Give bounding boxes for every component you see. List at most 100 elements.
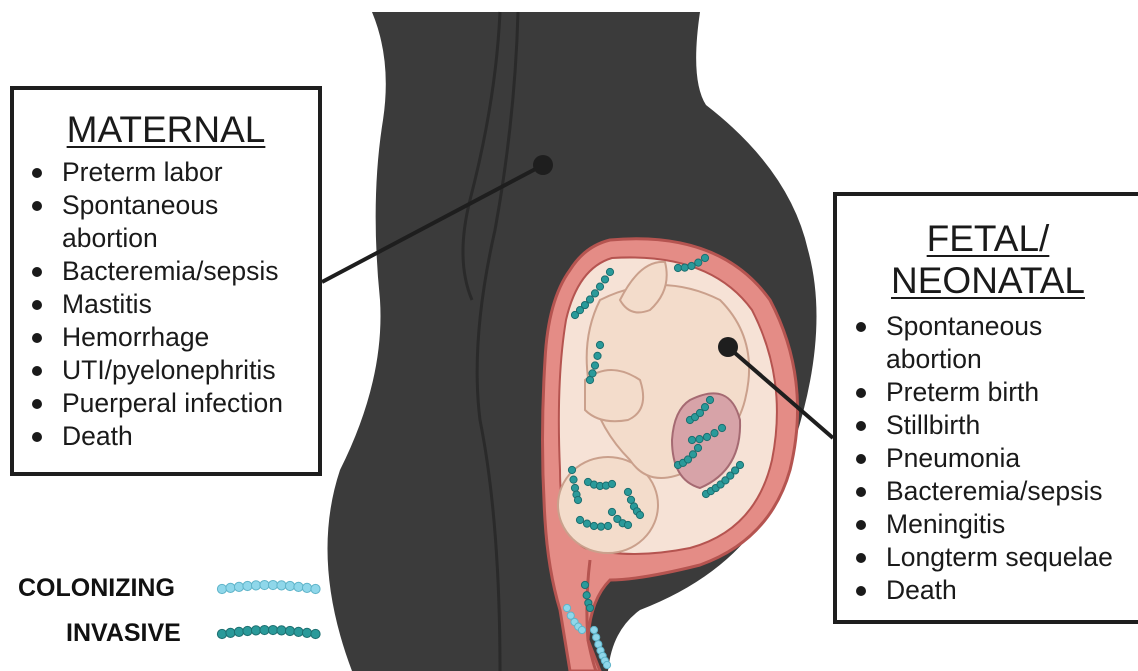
- legend-bacterium: [311, 629, 320, 638]
- legend-bacterium: [260, 580, 269, 589]
- bacterium: [586, 376, 593, 383]
- bacterium: [603, 661, 610, 668]
- maternal-connector-dot: [533, 155, 553, 175]
- legend-bacterium: [311, 584, 320, 593]
- bullet-icon: [856, 421, 866, 431]
- legend-bacterium: [251, 581, 260, 590]
- bacterium: [591, 290, 598, 297]
- list-item: Spontaneous: [837, 310, 1138, 343]
- legend-bacterium: [294, 627, 303, 636]
- bacterium: [674, 264, 681, 271]
- legend-invasive-label: INVASIVE: [66, 619, 181, 648]
- list-item-continuation: abortion: [14, 222, 318, 255]
- colonizing-bacteria-swatch: [217, 580, 320, 593]
- bullet-icon: [32, 168, 42, 178]
- bacterium: [586, 296, 593, 303]
- bullet-icon: [32, 399, 42, 409]
- legend-bacterium: [226, 628, 235, 637]
- bacterium: [688, 262, 695, 269]
- legend-bacterium: [294, 582, 303, 591]
- list-item: Stillbirth: [837, 409, 1138, 442]
- bacterium: [711, 430, 718, 437]
- bacterium: [608, 508, 615, 515]
- bacterium: [574, 496, 581, 503]
- bullet-icon: [856, 322, 866, 332]
- maternal-outcomes-list: Preterm labor Spontaneous abortion Bacte…: [14, 156, 318, 453]
- list-item: Preterm birth: [837, 376, 1138, 409]
- legend-bacterium: [302, 628, 311, 637]
- bacterium: [606, 268, 613, 275]
- bacterium: [701, 404, 708, 411]
- legend-bacterium: [217, 629, 226, 638]
- bacterium: [601, 276, 608, 283]
- bacterium: [581, 581, 588, 588]
- bullet-icon: [32, 432, 42, 442]
- legend-bacterium: [243, 581, 252, 590]
- invasive-bacteria-swatch: [217, 625, 320, 638]
- bacterium: [736, 461, 743, 468]
- bullet-icon: [856, 586, 866, 596]
- list-item: Hemorrhage: [14, 321, 318, 354]
- list-item: Pneumonia: [837, 442, 1138, 475]
- legend-bacterium: [217, 584, 226, 593]
- bacterium: [688, 436, 695, 443]
- legend-bacterium: [234, 627, 243, 636]
- maternal-title: MATERNAL: [14, 110, 318, 150]
- legend-colonizing-label: COLONIZING: [18, 574, 175, 603]
- bacterium: [695, 259, 702, 266]
- bacterium: [570, 476, 577, 483]
- bacterium: [694, 444, 701, 451]
- list-item: Preterm labor: [14, 156, 318, 189]
- list-item: UTI/pyelonephritis: [14, 354, 318, 387]
- bullet-icon: [32, 267, 42, 277]
- list-item-continuation: abortion: [837, 343, 1138, 376]
- legend-bacterium: [285, 626, 294, 635]
- bacterium: [706, 396, 713, 403]
- bacterium: [636, 511, 643, 518]
- bullet-icon: [856, 553, 866, 563]
- bacterium: [571, 484, 578, 491]
- bullet-icon: [32, 300, 42, 310]
- bacterium: [590, 522, 597, 529]
- bacterium: [583, 592, 590, 599]
- bacterium: [594, 352, 601, 359]
- legend-bacterium: [268, 625, 277, 634]
- list-item: Longterm sequelae: [837, 541, 1138, 574]
- bullet-icon: [856, 487, 866, 497]
- legend-bacterium: [285, 581, 294, 590]
- bullet-icon: [856, 388, 866, 398]
- legend-bacterium: [277, 581, 286, 590]
- bullet-icon: [32, 201, 42, 211]
- bacterium: [593, 634, 600, 641]
- bacterium: [578, 626, 585, 633]
- bacterium: [624, 488, 631, 495]
- bacterium: [586, 604, 593, 611]
- fetal-outcomes-list: Spontaneous abortion Preterm birth Still…: [837, 310, 1138, 607]
- legend-bacterium: [243, 626, 252, 635]
- list-item: Bacteremia/sepsis: [14, 255, 318, 288]
- fetus-arm: [585, 370, 643, 421]
- list-item: Mastitis: [14, 288, 318, 321]
- legend-bacterium: [234, 582, 243, 591]
- list-item: Spontaneous: [14, 189, 318, 222]
- bacterium: [689, 451, 696, 458]
- bacterium: [590, 626, 597, 633]
- bacterium: [583, 520, 590, 527]
- legend-bacterium: [260, 625, 269, 634]
- bacterium: [568, 466, 575, 473]
- fetal-connector-dot: [718, 337, 738, 357]
- bullet-icon: [32, 333, 42, 343]
- fetal-neonatal-outcomes-box: FETAL/ NEONATAL Spontaneous abortion Pre…: [833, 192, 1138, 624]
- bullet-icon: [856, 454, 866, 464]
- list-item: Death: [837, 574, 1138, 607]
- legend-bacterium: [302, 583, 311, 592]
- list-item: Death: [14, 420, 318, 453]
- bacterium: [681, 264, 688, 271]
- bacterium: [576, 516, 583, 523]
- bacterium: [627, 496, 634, 503]
- legend-bacterium: [226, 583, 235, 592]
- bacterium: [596, 341, 603, 348]
- bacterium: [703, 433, 710, 440]
- legend-bacterium: [251, 626, 260, 635]
- fetal-title: FETAL/ NEONATAL: [837, 218, 1138, 302]
